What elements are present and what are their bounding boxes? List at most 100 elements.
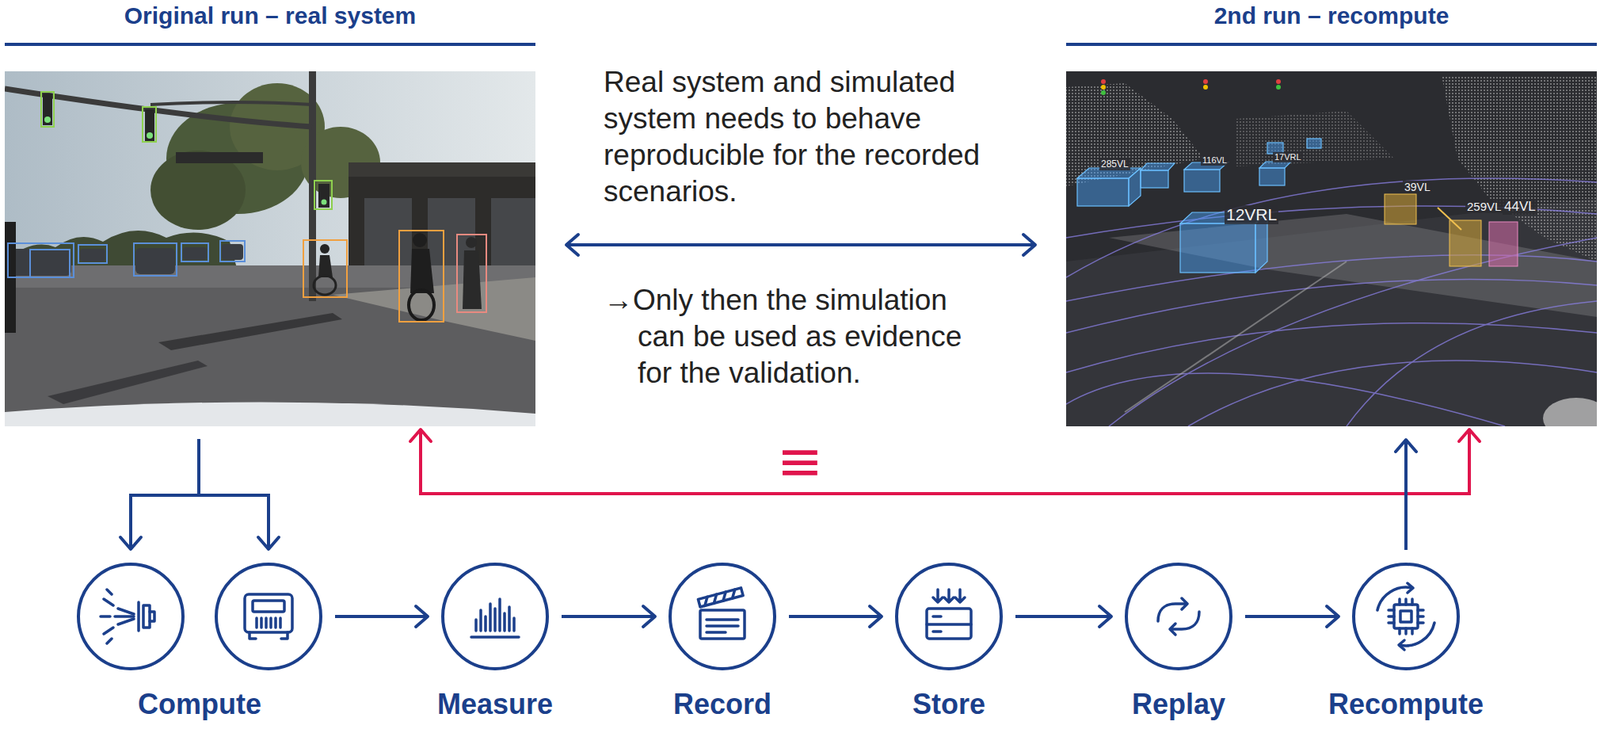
flow-arrow [788,614,883,618]
street-photo-part-part [314,180,332,210]
street-photo-part [9,248,72,276]
circle-outline [76,562,323,671]
street-photo-part [348,162,536,177]
lidar-view-part-part [1188,360,1597,427]
lidar-view-part [1100,79,1106,84]
process-circle-outline [670,563,775,669]
recompute-chip-icon-part [1400,610,1412,622]
process-circle: Compute [76,562,323,671]
street-photo-part [80,248,106,262]
lidar-view-part [1077,138,1322,273]
street-photo-part-part [303,240,347,298]
ecu-icon-part [244,594,293,633]
flow-arrow [1245,614,1340,618]
process-circle-outline [78,563,183,669]
circle-outline [895,562,1003,671]
street-photo-part [332,277,536,341]
street-photo-part-part [133,243,177,276]
clapperboard-icon-part [697,587,743,607]
circle-outline [1352,562,1460,671]
lidar-view-part-part [1066,373,1505,427]
process-circle-outline [216,563,321,669]
lidar-view-part [1276,84,1281,90]
lidar-view-part [1066,83,1204,187]
street-photo-part [146,132,153,139]
replay-icon-part [1169,623,1176,635]
street-photo-part [462,250,482,309]
lidar-view-part-part [1128,167,1141,206]
process-circle-outline [442,563,548,669]
object-id-label: 116VL [1200,155,1229,166]
replay-icon-part [1170,611,1200,629]
flow-arrow [561,614,656,618]
street-photo-part [321,199,328,206]
recompute-chip-icon [1377,582,1435,650]
replay-icon-part [1181,598,1188,610]
clapperboard-icon-part-part [702,589,737,606]
lidar-view-part [1066,71,1597,427]
flow-arrow [1015,614,1113,618]
process-circle: Record [668,562,777,671]
panel-heading: 2nd run – recompute [1066,1,1597,46]
street-photo-part [150,102,313,105]
street-photo-part-part [457,234,487,313]
step-label: Compute [137,687,262,721]
lidar-view-part [1235,110,1395,167]
split-arrow [198,438,269,550]
step-label: Store [912,687,986,721]
recompute-chip-icon-part [1399,622,1435,646]
lidar-view-part [1100,84,1106,90]
step-label: Recompute [1328,687,1484,721]
lidar-view-part [1203,84,1208,90]
lidar-view [1066,71,1597,427]
lidar-view-part-part [1140,163,1175,171]
street-photo-part [4,265,536,427]
clapperboard-icon [697,587,745,639]
street-photo-part [4,88,313,127]
chart-icon [471,598,519,637]
street-photo-part [364,198,412,270]
lidar-view-part-part [1066,323,1597,373]
sensor-icon-part [149,611,155,621]
note-text: →Only then the simulation can be used as… [603,281,992,392]
object-id-label: 285VL [1099,159,1131,171]
lidar-view-part [1100,90,1106,96]
lidar-view-part [1449,220,1482,267]
street-photo-part [4,71,536,427]
recompute-chip-icon-part [1407,582,1414,593]
lidar-view-part-part [1259,161,1292,168]
ecu-icon-part [249,632,288,639]
lidar-view-part [1203,79,1208,84]
clapperboard-icon-part [700,609,745,639]
lidar-view-part-part [1184,169,1220,192]
street-photo-part [42,93,53,126]
lidar-view-part-part [1066,279,1597,334]
street-photo-part [44,116,51,123]
object-id-label: 44VL [1502,198,1538,215]
street-photo-part [175,152,263,164]
lidar-view-part [1437,207,1462,230]
street-photo-part-part [7,243,74,278]
ecu-icon-part [252,600,285,612]
recompute-chip-icon-part [1377,586,1413,610]
street-photo-part [491,198,536,270]
replay-icon [1158,598,1200,635]
street-photo-part [144,109,155,141]
street-photo-part [47,360,208,404]
sensor-icon-part [103,598,134,614]
process-circle-outline [896,563,1002,669]
storage-icon [926,589,972,639]
clapperboard-icon-part [706,619,739,633]
connector-branch [130,495,199,550]
storage-icon-part [926,608,972,639]
street-photo-part-part [220,240,245,262]
clapperboard-icon-part-part [697,587,743,607]
lidar-view-part-part [1259,167,1285,186]
street-photo-part [412,232,427,248]
sensor-icon-part [103,618,134,634]
panel-heading: Original run – real system [4,1,536,46]
sensor-icon-part [137,601,141,631]
recompute-chip-icon-part [1398,640,1405,650]
